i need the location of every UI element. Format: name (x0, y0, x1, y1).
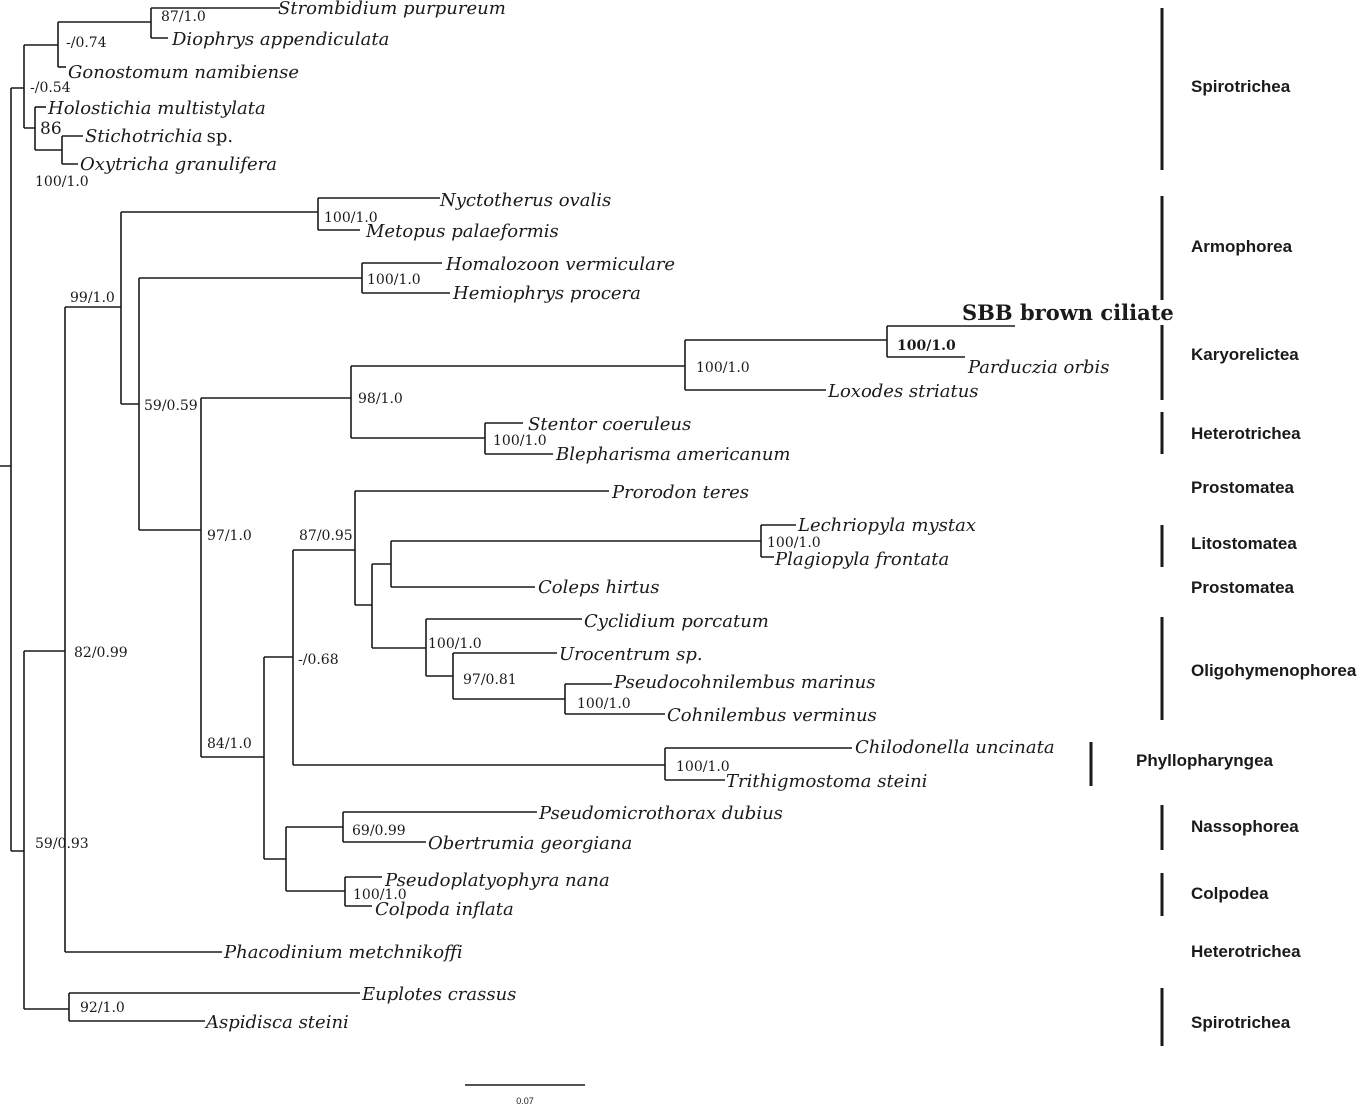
support-value: 86 (40, 119, 62, 139)
support-value: 100/1.0 (493, 433, 547, 449)
taxon-cyclidium: Cyclidium porcatum (584, 611, 769, 632)
taxon-pseudomicrothorax: Pseudomicrothorax dubius (538, 803, 783, 824)
support-values: 87/1.0 -/0.74 -/0.54 86 100/1.0 100/1.0 … (30, 9, 956, 1016)
support-value: 99/1.0 (70, 290, 115, 306)
support-value: 87/1.0 (161, 9, 206, 25)
group-label-armophorea: Armophorea (1191, 237, 1293, 256)
support-value: 100/1.0 (577, 696, 631, 712)
support-value: 84/1.0 (207, 736, 252, 752)
taxon-sbb-brown-ciliate: SBB brown ciliate (962, 300, 1174, 325)
taxon-diophrys: Diophrys appendiculata (171, 29, 389, 50)
support-value: -/0.68 (298, 652, 339, 668)
group-label-oligohymenophorea: Oligohymenophorea (1191, 661, 1357, 680)
support-value: 87/0.95 (299, 528, 353, 544)
taxon-colpoda: Colpoda inflata (375, 899, 514, 920)
taxon-pseudoplatyophyra: Pseudoplatyophyra nana (384, 870, 610, 891)
support-value: 100/1.0 (367, 272, 421, 288)
support-value: 100/1.0 (767, 535, 821, 551)
taxon-urocentrum: Urocentrum sp. (559, 644, 703, 665)
taxon-pseudocohnilembus: Pseudocohnilembus marinus (613, 672, 875, 693)
group-label-heterotrichea-2: Heterotrichea (1191, 942, 1301, 961)
taxon-strombidium: Strombidium purpureum (278, 0, 506, 19)
taxon-cohnilembus: Cohnilembus verminus (667, 705, 877, 726)
support-value: 100/1.0 (676, 759, 730, 775)
taxon-stentor: Stentor coeruleus (528, 414, 691, 435)
support-value: 98/1.0 (358, 391, 403, 407)
taxon-euplotes: Euplotes crassus (361, 984, 516, 1005)
tree-branches (0, 7, 1015, 1022)
scale-bar-label: 0.07 (516, 1096, 534, 1105)
taxon-metopus: Metopus palaeformis (365, 221, 559, 242)
taxon-chilodonella: Chilodonella uncinata (855, 737, 1055, 758)
taxon-phacodinium: Phacodinium metchnikoffi (223, 942, 463, 963)
support-value: 69/0.99 (352, 823, 406, 839)
support-value: 59/0.93 (35, 836, 89, 852)
support-value: -/0.74 (66, 35, 107, 51)
taxon-blepharisma: Blepharisma americanum (555, 444, 790, 465)
group-label-prostomatea-2: Prostomatea (1191, 578, 1295, 597)
support-value: 100/1.0 (353, 887, 407, 903)
support-value: 100/1.0 (428, 636, 482, 652)
taxon-holostichia: Holostichia multistylata (47, 98, 266, 119)
support-value: 92/1.0 (80, 1000, 125, 1016)
group-label-nassophorea: Nassophorea (1191, 817, 1299, 836)
group-brackets (1089, 8, 1164, 1046)
support-value: 100/1.0 (696, 360, 750, 376)
taxon-gonostomum: Gonostomum namibiense (68, 62, 299, 83)
taxon-aspidisca: Aspidisca steini (204, 1012, 349, 1033)
taxon-lechriopyla: Lechriopyla mystax (797, 515, 976, 536)
taxon-prorodon: Prorodon teres (611, 482, 749, 503)
group-label-karyorelictea: Karyorelictea (1191, 345, 1299, 364)
support-value: 100/1.0 (324, 210, 378, 226)
support-value: 82/0.99 (74, 645, 128, 661)
taxon-loxodes: Loxodes striatus (827, 381, 979, 402)
taxon-nyctotherus: Nyctotherus ovalis (439, 190, 611, 211)
support-value: -/0.54 (30, 80, 71, 96)
taxon-homalozoon: Homalozoon vermiculare (445, 254, 675, 275)
group-label-prostomatea: Prostomatea (1191, 478, 1295, 497)
group-label-phyllopharyngea: Phyllopharyngea (1136, 751, 1274, 770)
taxon-plagiopyla: Plagiopyla frontata (774, 549, 949, 570)
group-label-colpodea: Colpodea (1191, 884, 1269, 903)
taxon-oxytricha: Oxytricha granulifera (80, 154, 277, 175)
group-label-spirotrichea: Spirotrichea (1191, 77, 1291, 96)
support-value: 97/1.0 (207, 528, 252, 544)
taxon-obertrumia: Obertrumia georgiana (428, 833, 632, 854)
taxon-stichotrichia: Stichotrichia sp. (85, 126, 233, 147)
support-value: 97/0.81 (463, 672, 517, 688)
support-value-bold: 100/1.0 (897, 338, 956, 354)
group-labels: Spirotrichea Armophorea Karyorelictea He… (1136, 77, 1357, 1032)
group-label-spirotrichea-2: Spirotrichea (1191, 1013, 1291, 1032)
scale-bar: 0.07 (465, 1084, 585, 1105)
taxon-hemiophrys: Hemiophrys procera (452, 283, 641, 304)
group-label-litostomatea: Litostomatea (1191, 534, 1297, 553)
taxon-trithigmostoma: Trithigmostoma steini (726, 771, 927, 792)
support-value: 100/1.0 (35, 174, 89, 190)
group-label-heterotrichea: Heterotrichea (1191, 424, 1301, 443)
taxon-coleps: Coleps hirtus (538, 577, 660, 598)
taxon-parduczia: Parduczia orbis (967, 357, 1110, 378)
taxon-labels: Strombidium purpureum Diophrys appendicu… (47, 0, 1174, 1033)
support-value: 59/0.59 (144, 398, 198, 414)
